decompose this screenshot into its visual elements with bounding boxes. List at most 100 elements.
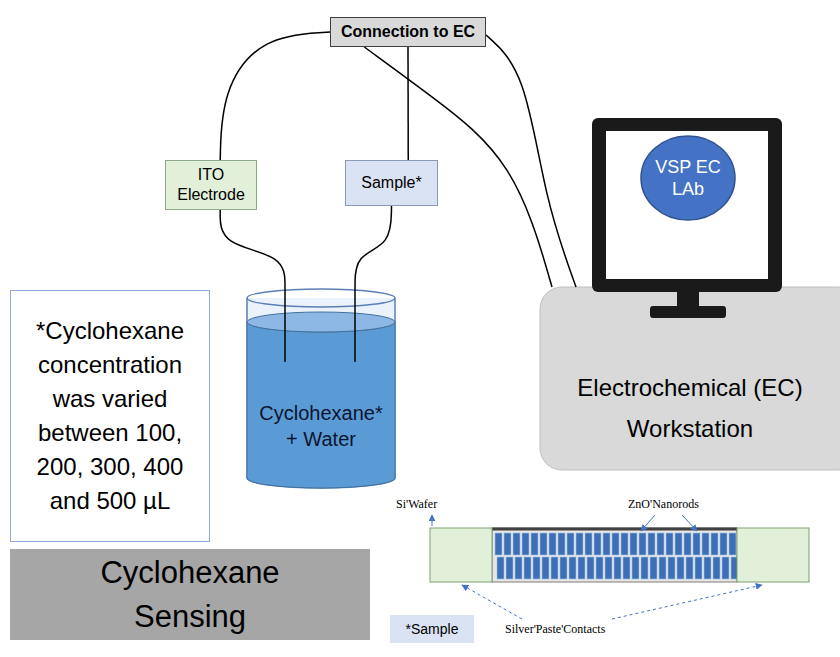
nanorod [704, 557, 711, 579]
connection-wire [355, 206, 391, 288]
nanorod [720, 533, 727, 555]
nanorod [569, 557, 576, 579]
nanorod [497, 557, 504, 579]
electrode-wire [354, 288, 356, 362]
nanorod [659, 557, 666, 579]
nanorod [540, 533, 547, 555]
connection-wire [220, 210, 285, 288]
connection-wire [407, 47, 409, 160]
beaker: Cyclohexane* + Water [245, 288, 397, 490]
nanorod [524, 557, 531, 579]
nanorod [578, 557, 585, 579]
nanorod [533, 557, 540, 579]
node-text: VSP EC LAb [654, 156, 722, 201]
nanorod [587, 557, 594, 579]
connection-wire [486, 35, 576, 287]
nanorod [695, 557, 702, 579]
leader-line [612, 585, 762, 619]
silver-contact [737, 528, 809, 582]
leader-line [432, 515, 433, 526]
monitor-illustration [592, 118, 782, 318]
silver-contact [430, 528, 492, 582]
node-text: ITO Electrode [172, 165, 250, 205]
nanorod [504, 533, 511, 555]
part-label: Si'Wafer [396, 497, 437, 512]
nanorod [506, 557, 513, 579]
nanorod [558, 533, 565, 555]
beaker-rim [247, 289, 395, 307]
nanorod [605, 557, 612, 579]
nanorod [630, 533, 637, 555]
nanorod [621, 533, 628, 555]
software-ellipse: VSP EC LAb [640, 135, 736, 221]
nanorod-rows [495, 533, 738, 579]
monitor-neck [677, 292, 699, 308]
liquid [247, 322, 395, 488]
nanorod [614, 557, 621, 579]
workstation-shape [540, 287, 840, 470]
nanorod [513, 533, 520, 555]
node-text: Sample* [361, 174, 421, 192]
title-box: Cyclohexane Sensing [10, 549, 370, 640]
beaker-glass [247, 298, 395, 488]
monitor-bezel [592, 118, 782, 292]
sample-illustration [430, 515, 809, 619]
nanorod [729, 533, 736, 555]
nanorod [639, 533, 646, 555]
nanorod [677, 557, 684, 579]
ellipse-shape [641, 136, 735, 220]
nanorod [623, 557, 630, 579]
nanorod [551, 557, 558, 579]
nanorod [576, 533, 583, 555]
nanorod [594, 533, 601, 555]
leader-line [462, 585, 522, 619]
nanorod [632, 557, 639, 579]
nanorod [542, 557, 549, 579]
nanorod [693, 533, 700, 555]
nanorod [641, 557, 648, 579]
beaker-outline [245, 288, 397, 490]
nanorod [666, 533, 673, 555]
nanorod [702, 533, 709, 555]
nanorod [585, 533, 592, 555]
nanorod [531, 533, 538, 555]
nanorod [612, 533, 619, 555]
si-wafer-layer [492, 528, 737, 531]
node-text: *Sample [406, 621, 459, 637]
node-text: Cyclohexane Sensing [58, 551, 322, 638]
leader-line [641, 515, 655, 531]
note-box: *Cyclohexane concentration was varied be… [10, 290, 210, 542]
nanorod [596, 557, 603, 579]
workstation-box: Electrochemical (EC) Workstation [540, 287, 840, 470]
nanorod [713, 557, 720, 579]
nanorod [522, 533, 529, 555]
nanorod [684, 533, 691, 555]
part-label: ZnO'Nanorods [628, 497, 699, 512]
nanorod [549, 533, 556, 555]
sample-box: Sample* [345, 160, 438, 206]
nanorod [515, 557, 522, 579]
leader-line [682, 515, 697, 531]
monitor-base [650, 306, 726, 318]
nanorod [711, 533, 718, 555]
connection-box: Connection to EC [330, 17, 486, 47]
nanorod [668, 557, 675, 579]
connection-wire [220, 32, 330, 160]
nanorod [648, 533, 655, 555]
node-text: Connection to EC [341, 23, 475, 41]
nanorod [686, 557, 693, 579]
nanorod [567, 533, 574, 555]
electrode-box: ITO Electrode [165, 160, 257, 210]
ellipse-outline [640, 135, 736, 221]
node-text: Electrochemical (EC) Workstation [552, 368, 828, 450]
liquid-surface [247, 312, 395, 332]
nanorod [603, 533, 610, 555]
nanorod [722, 557, 729, 579]
nanorod [560, 557, 567, 579]
electrode-wire [284, 288, 286, 362]
part-label: Silver'Paste'Contacts [505, 622, 605, 637]
nanorod [495, 533, 502, 555]
node-text: Cyclohexane* + Water [253, 400, 389, 452]
